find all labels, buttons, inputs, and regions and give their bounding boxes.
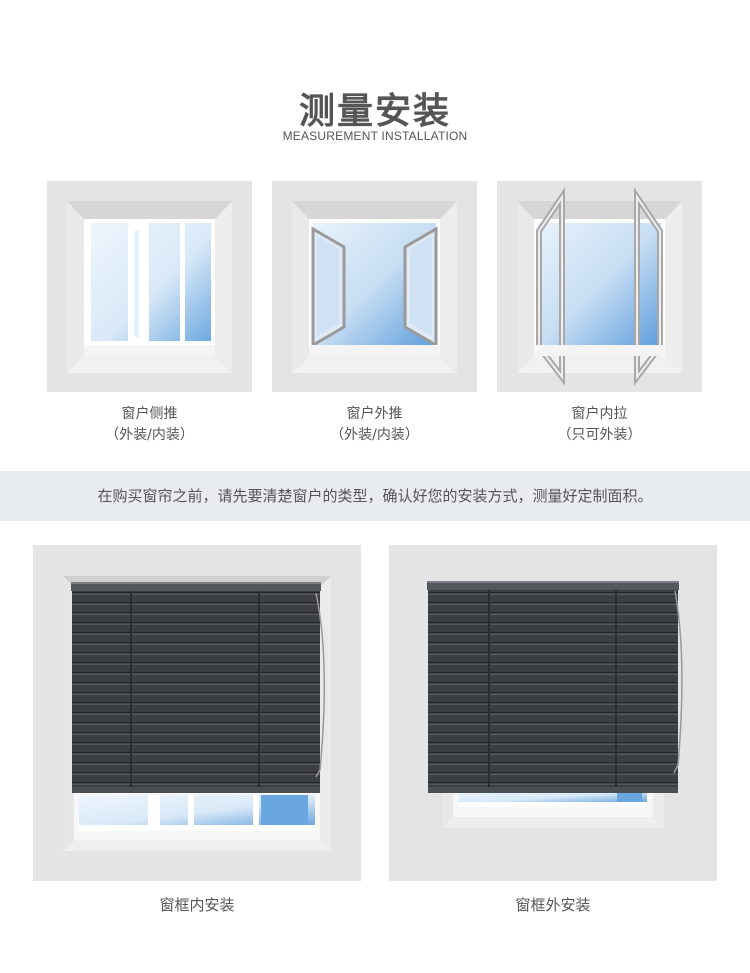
outside-frame-illustration bbox=[427, 581, 683, 828]
outside-frame-card bbox=[389, 545, 717, 881]
window-type-2-note: （外装/内装） bbox=[330, 427, 419, 443]
window-type-1-caption: 窗户侧推 （外装/内装） bbox=[47, 404, 252, 446]
inside-frame-illustration bbox=[63, 576, 331, 851]
install-type-1-caption: 窗框内安装 bbox=[159, 896, 235, 914]
sliding-window-card bbox=[47, 181, 252, 392]
page-subtitle: MEASUREMENT INSTALLATION bbox=[282, 129, 468, 143]
outward-window-card bbox=[272, 181, 477, 392]
inside-frame-card bbox=[33, 545, 361, 881]
page-title: 测量安装 bbox=[298, 91, 451, 132]
install-type-2-caption: 窗框外安装 bbox=[515, 896, 591, 914]
window-type-3-caption: 窗户内拉 （只可外装） bbox=[497, 404, 702, 446]
window-type-3-note: （只可外装） bbox=[557, 427, 642, 443]
sliding-window-illustration bbox=[67, 201, 232, 373]
inward-window-illustration bbox=[517, 187, 682, 386]
outward-window-illustration bbox=[292, 201, 457, 373]
notice-banner: 在购买窗帘之前，请先要清楚窗户的类型，确认好您的安装方式，测量好定制面积。 bbox=[0, 471, 750, 521]
window-type-3-name: 窗户内拉 bbox=[571, 406, 628, 422]
window-type-1-name: 窗户侧推 bbox=[121, 406, 178, 422]
window-type-2-caption: 窗户外推 （外装/内装） bbox=[272, 404, 477, 446]
inward-window-card bbox=[497, 181, 702, 392]
window-type-1-note: （外装/内装） bbox=[105, 427, 194, 443]
window-type-2-name: 窗户外推 bbox=[346, 406, 403, 422]
